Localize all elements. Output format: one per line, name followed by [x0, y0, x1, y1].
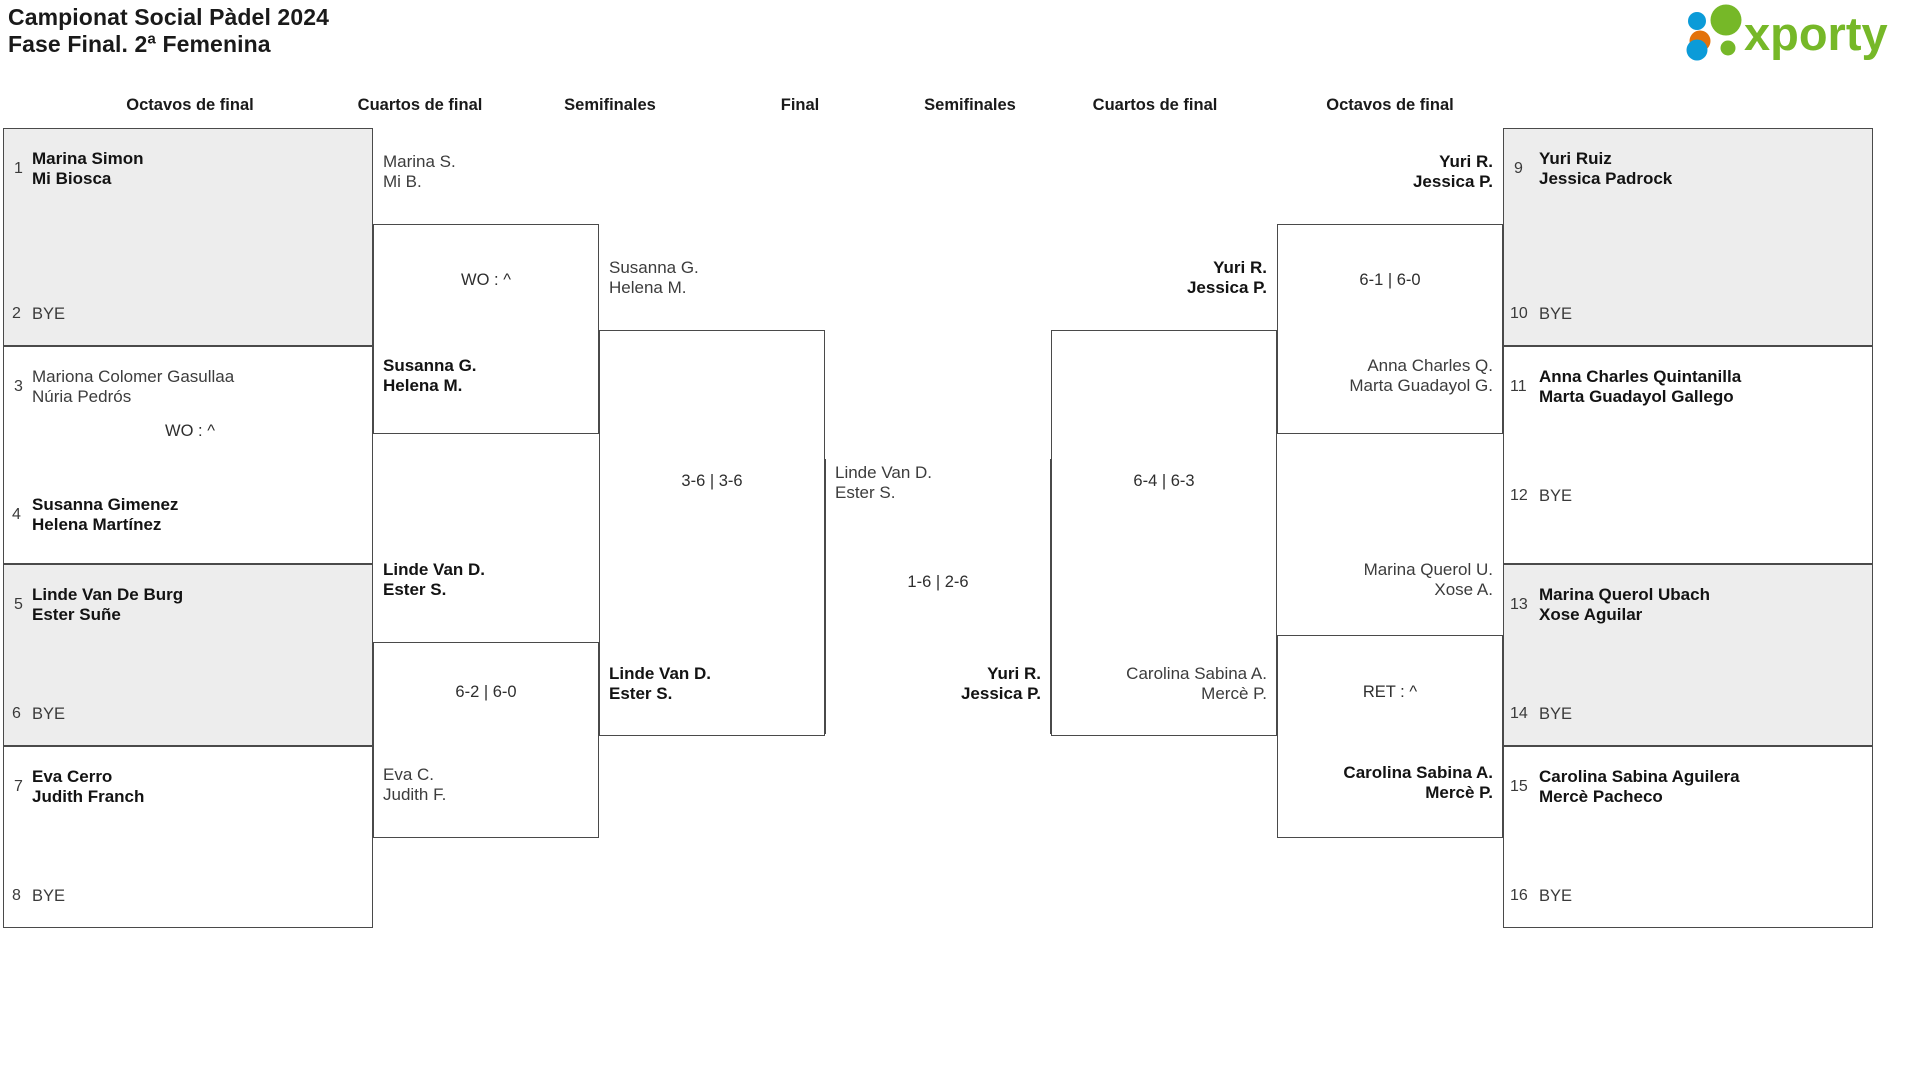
qf-connector-right-1[interactable] [1277, 224, 1503, 434]
title-line-1: Campionat Social Pàdel 2024 [8, 4, 329, 30]
sf-team-left-a: Susanna G. Helena M. [609, 258, 699, 297]
bye-label: BYE [1539, 487, 1573, 505]
qf-team-left-2a: Linde Van D. Ester S. [383, 560, 486, 599]
seed-number: 4 [12, 506, 21, 523]
match-score-qf-left-1: WO : ^ [461, 271, 511, 289]
xporty-logo[interactable]: xporty [1680, 4, 1910, 62]
sf-team-right-a: Yuri R. Jessica P. [1186, 258, 1267, 297]
team-names: Marina Simon Mi Biosca [32, 149, 144, 188]
bye-label: BYE [32, 305, 66, 323]
final-team-left: Linde Van D. Ester S. [835, 463, 933, 502]
r16-cell-11[interactable]: 11 Anna Charles Quintanilla Marta Guaday… [1503, 346, 1873, 564]
seed-number: 8 [12, 887, 21, 904]
seed-number: 1 [14, 160, 23, 177]
r16-cell-1[interactable]: 1 Marina Simon Mi Biosca 2 BYE [3, 128, 373, 346]
round-header-left-r16: Octavos de final [126, 96, 254, 114]
qf-connector-left-2[interactable] [373, 642, 599, 838]
round-header-final: Final [780, 96, 820, 114]
qf-team-right-1a: Yuri R. Jessica P. [1412, 152, 1493, 191]
bye-label: BYE [32, 705, 66, 723]
seed-number: 13 [1510, 596, 1528, 613]
bye-label: BYE [1539, 305, 1573, 323]
r16-cell-3[interactable]: 3 Mariona Colomer Gasullaa Núria Pedrós … [3, 346, 373, 564]
qf-team-right-2b: Carolina Sabina A. Mercè P. [1343, 763, 1493, 802]
match-score-r16-3: WO : ^ [165, 422, 215, 440]
final-team-right: Yuri R. Jessica P. [960, 664, 1041, 703]
match-score-sf-left: 3-6 | 3-6 [681, 472, 743, 490]
match-score-final: 1-6 | 2-6 [907, 573, 969, 591]
bye-label: BYE [1539, 887, 1573, 905]
match-score-qf-right-2: RET : ^ [1362, 683, 1418, 701]
seed-number: 3 [14, 378, 23, 395]
seed-number: 16 [1510, 887, 1528, 904]
r16-cell-7[interactable]: 7 Eva Cerro Judith Franch 8 BYE [3, 746, 373, 928]
final-connector[interactable] [825, 459, 1051, 734]
match-score-qf-left-2: 6-2 | 6-0 [455, 683, 517, 701]
sf-team-left-b: Linde Van D. Ester S. [609, 664, 712, 703]
team-names: Mariona Colomer Gasullaa Núria Pedrós [32, 367, 235, 406]
round-header-right-r16: Octavos de final [1326, 96, 1454, 114]
seed-number: 7 [14, 778, 23, 795]
sf-connector-right[interactable] [1051, 330, 1277, 736]
qf-team-left-2b: Eva C. Judith F. [383, 765, 447, 804]
svg-text:xporty: xporty [1744, 7, 1888, 60]
match-score-qf-right-1: 6-1 | 6-0 [1359, 271, 1421, 289]
seed-number: 2 [12, 305, 21, 322]
qf-team-left-1b: Susanna G. Helena M. [383, 356, 477, 395]
qf-team-right-2a: Marina Querol U. Xose A. [1363, 560, 1493, 599]
seed-number: 6 [12, 705, 21, 722]
round-header-right-qf: Cuartos de final [1092, 96, 1218, 114]
team-names: Marina Querol Ubach Xose Aguilar [1539, 585, 1710, 624]
team-names: Yuri Ruiz Jessica Padrock [1539, 149, 1673, 188]
r16-cell-5[interactable]: 5 Linde Van De Burg Ester Suñe 6 BYE [3, 564, 373, 746]
qf-team-left-1a: Marina S. Mi B. [383, 152, 456, 191]
bye-label: BYE [32, 887, 66, 905]
team-names: Carolina Sabina Aguilera Mercè Pacheco [1539, 767, 1740, 806]
seed-number: 10 [1510, 305, 1528, 322]
seed-number: 5 [14, 596, 23, 613]
seed-number: 9 [1514, 160, 1523, 177]
title-line-2: Fase Final. 2ª Femenina [8, 30, 271, 57]
page-title: Campionat Social Pàdel 2024 Fase Final. … [8, 4, 329, 58]
qf-team-right-1b: Anna Charles Q. Marta Guadayol G. [1349, 356, 1493, 395]
r16-cell-9[interactable]: 9 Yuri Ruiz Jessica Padrock 10 BYE [1503, 128, 1873, 346]
seed-number: 12 [1510, 487, 1528, 504]
team-names: Anna Charles Quintanilla Marta Guadayol … [1539, 367, 1742, 406]
seed-number: 14 [1510, 705, 1528, 722]
qf-connector-left-1[interactable] [373, 224, 599, 434]
r16-cell-15[interactable]: 15 Carolina Sabina Aguilera Mercè Pachec… [1503, 746, 1873, 928]
round-header-left-sf: Semifinales [564, 96, 656, 114]
team-names: Eva Cerro Judith Franch [32, 767, 145, 806]
sf-team-right-b: Carolina Sabina A. Mercè P. [1126, 664, 1267, 703]
round-header-left-qf: Cuartos de final [357, 96, 483, 114]
r16-cell-13[interactable]: 13 Marina Querol Ubach Xose Aguilar 14 B… [1503, 564, 1873, 746]
team-names: Linde Van De Burg Ester Suñe [32, 585, 184, 624]
seed-number: 11 [1510, 378, 1527, 395]
sf-connector-left[interactable] [599, 330, 825, 736]
round-header-right-sf: Semifinales [924, 96, 1016, 114]
team-names: Susanna Gimenez Helena Martínez [32, 495, 179, 534]
match-score-sf-right: 6-4 | 6-3 [1133, 472, 1195, 490]
qf-connector-right-2[interactable] [1277, 635, 1503, 838]
bye-label: BYE [1539, 705, 1573, 723]
page-header: Campionat Social Pàdel 2024 Fase Final. … [0, 0, 1920, 72]
seed-number: 15 [1510, 778, 1528, 795]
